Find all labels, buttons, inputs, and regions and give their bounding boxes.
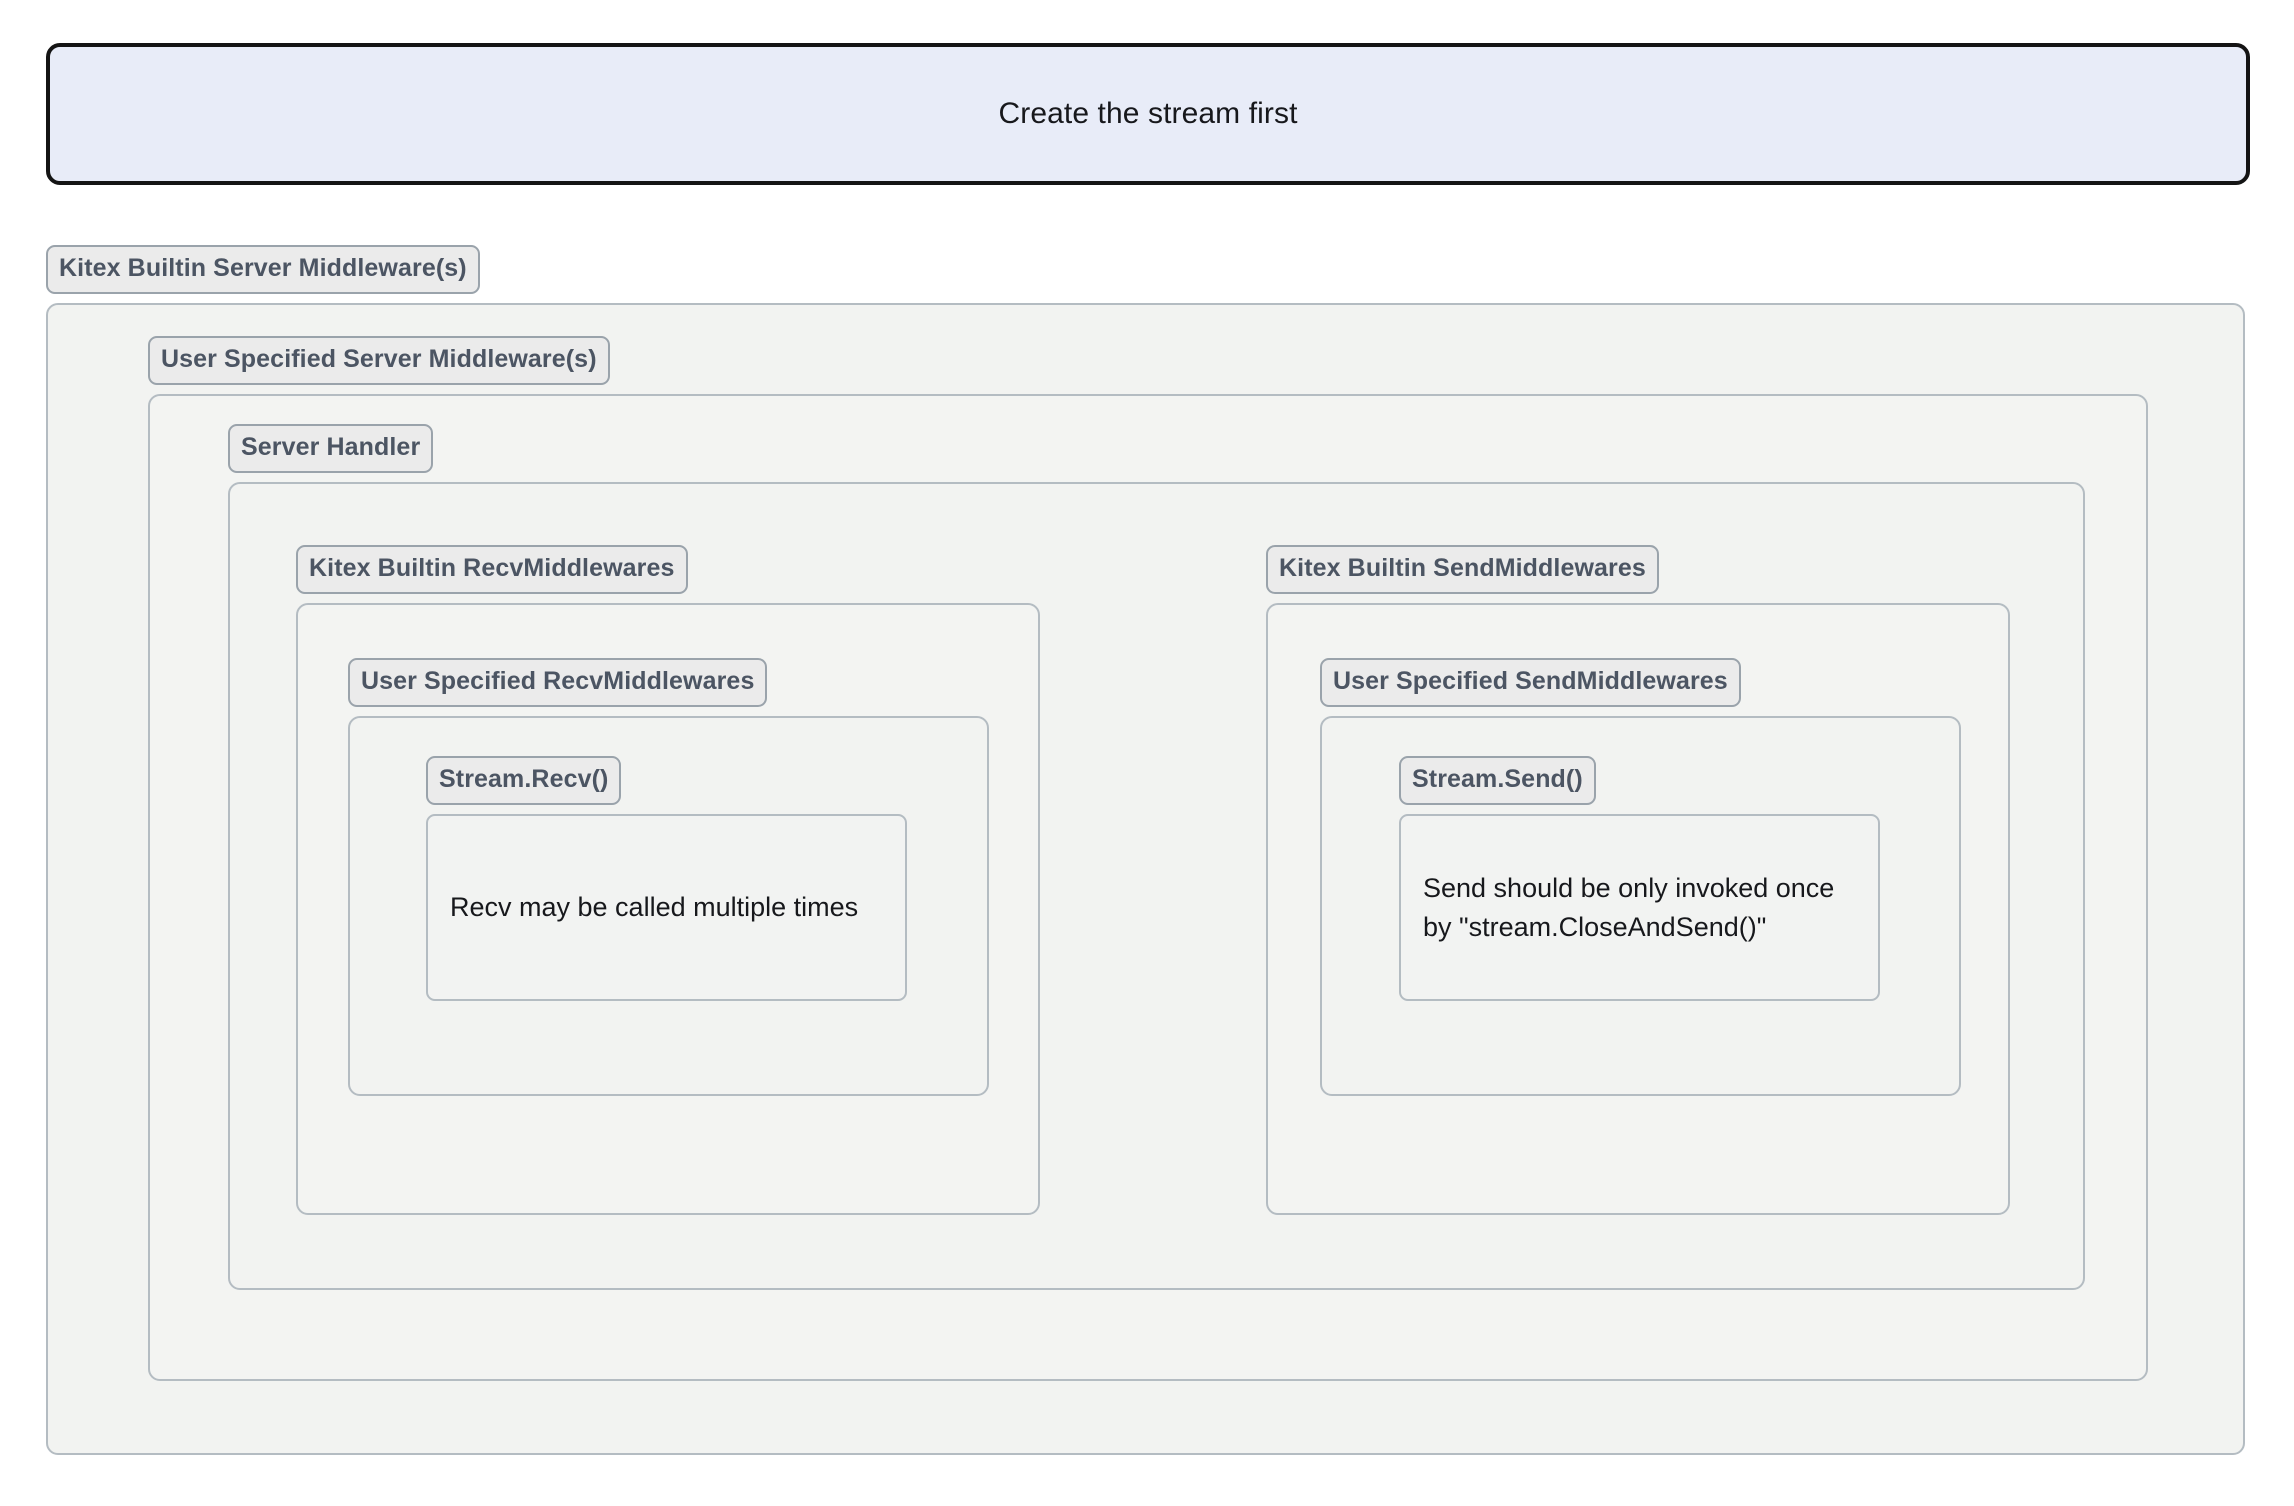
label-user-specified-server-middlewares: User Specified Server Middleware(s): [148, 336, 610, 385]
note-recv-multiple-times-text: Recv may be called multiple times: [450, 892, 859, 923]
label-stream-recv: Stream.Recv(): [426, 756, 622, 805]
create-stream-banner-label: Create the stream first: [998, 97, 1298, 130]
create-stream-banner: Create the stream first: [46, 43, 2250, 185]
label-kitex-builtin-server-middlewares: Kitex Builtin Server Middleware(s): [46, 245, 480, 294]
label-kitex-builtin-recv-middlewares: Kitex Builtin RecvMiddlewares: [296, 545, 688, 594]
note-recv-multiple-times: Recv may be called multiple times: [426, 814, 907, 1001]
label-user-specified-recv-middlewares: User Specified RecvMiddlewares: [348, 658, 768, 707]
label-user-specified-send-middlewares: User Specified SendMiddlewares: [1320, 658, 1741, 707]
note-send-once: Send should be only invoked once by "str…: [1399, 814, 1880, 1001]
note-send-once-text: Send should be only invoked once by "str…: [1423, 873, 1835, 942]
label-stream-send: Stream.Send(): [1399, 756, 1596, 805]
label-kitex-builtin-send-middlewares: Kitex Builtin SendMiddlewares: [1266, 545, 1659, 594]
label-server-handler: Server Handler: [228, 424, 434, 473]
